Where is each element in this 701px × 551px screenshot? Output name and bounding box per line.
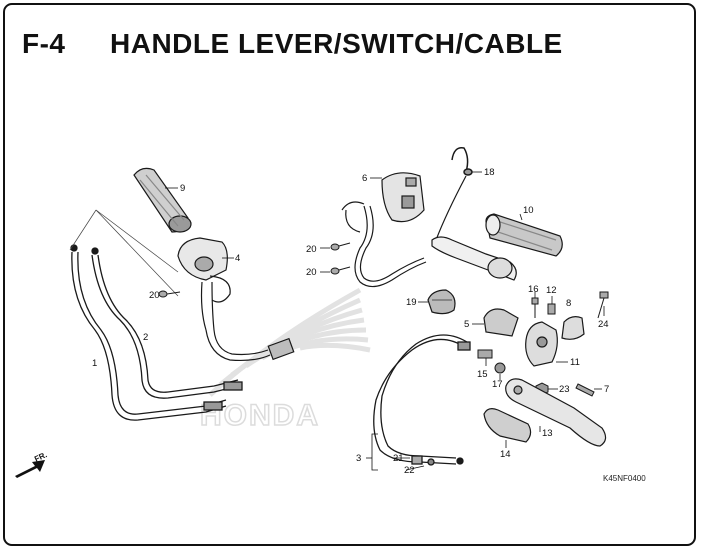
clip-part-18	[451, 147, 473, 176]
callout-6: 6	[362, 173, 367, 184]
diagram-reference-code: K45NF0400	[603, 474, 646, 483]
right-switch-wire	[435, 175, 467, 241]
page-title: HANDLE LEVER/SWITCH/CABLE	[110, 28, 563, 59]
left-grip-part-9	[133, 167, 192, 233]
pin-part-7	[575, 383, 595, 397]
callout-1: 1	[92, 358, 97, 369]
left-leader-lines	[69, 209, 179, 297]
nut-part-12	[547, 303, 556, 315]
callout-15: 15	[477, 369, 488, 380]
callout-19: 19	[406, 297, 417, 308]
callout-18: 18	[484, 167, 495, 178]
callout-5: 5	[464, 319, 469, 330]
callout-22: 22	[404, 465, 415, 476]
brake-cable-part-3	[373, 334, 471, 466]
throttle-sleeve-part-19	[427, 289, 456, 315]
callout-14: 14	[500, 449, 511, 460]
nut-part-17	[494, 362, 506, 374]
callout-11: 11	[570, 357, 580, 368]
right-switch-housing-part-6	[341, 172, 427, 288]
callout-10: 10	[523, 205, 534, 216]
bolt-part-15	[477, 349, 493, 359]
callout-21: 21	[393, 453, 404, 464]
clamp-part-8	[561, 316, 585, 340]
callout-24: 24	[598, 319, 609, 330]
throttle-grip-part-10	[485, 213, 563, 257]
lever-bracket-part-11	[525, 321, 558, 367]
callout-20-right-b: 20	[306, 267, 317, 278]
callout-23: 23	[559, 384, 570, 395]
callout-2: 2	[143, 332, 148, 343]
screw-part-20-right-a	[330, 242, 351, 251]
callout-3: 3	[356, 453, 361, 464]
screw-part-20-right-b	[330, 266, 351, 275]
callout-bracket-3	[366, 433, 425, 471]
lever-part-14	[483, 408, 532, 443]
callout-13: 13	[542, 428, 553, 439]
callout-8: 8	[566, 298, 571, 309]
bolt-part-20-left	[158, 290, 181, 298]
section-code: F-4	[22, 28, 66, 59]
holder-part-5	[483, 308, 519, 337]
callout-17: 17	[492, 379, 503, 390]
callout-4: 4	[235, 253, 240, 264]
callout-9: 9	[180, 183, 185, 194]
left-switch-housing-part-4	[177, 237, 231, 331]
front-direction-arrow-icon	[15, 460, 45, 478]
throttle-pipe	[431, 236, 517, 281]
callout-20-left: 20	[149, 290, 160, 301]
brake-lever-part-13	[505, 378, 607, 447]
callout-16: 16	[528, 284, 539, 295]
bolt-part-24	[597, 291, 609, 319]
callout-7: 7	[604, 384, 609, 395]
page-border	[3, 3, 696, 546]
part-callouts: 1 2 3 4 5 6 7 8 9 10 11 12 13 14 15 16 1…	[92, 167, 609, 476]
callout-20-right-a: 20	[306, 244, 317, 255]
callout-12: 12	[546, 285, 557, 296]
left-switch-wire	[205, 329, 295, 362]
